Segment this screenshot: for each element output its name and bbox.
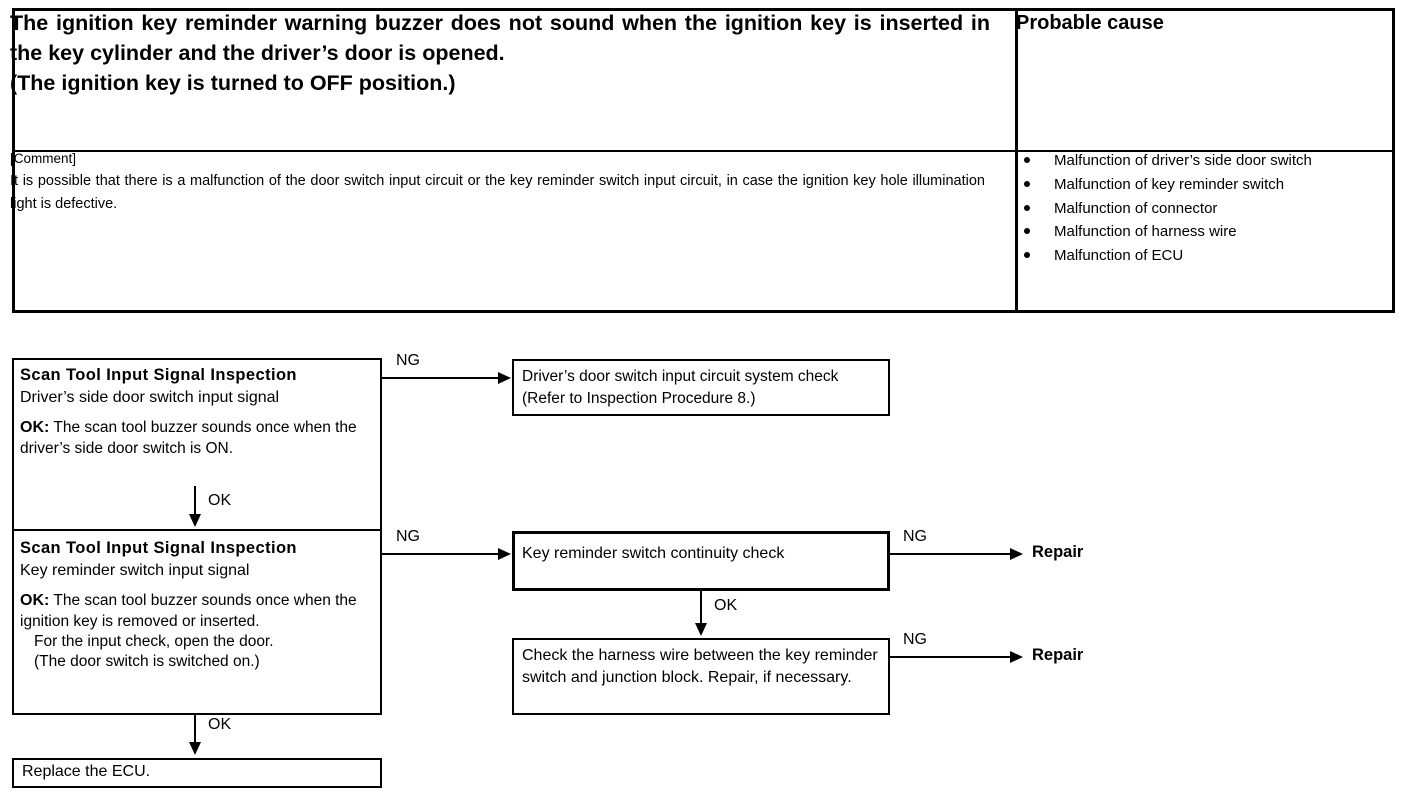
connector-ng-3 [890, 553, 1012, 555]
scan2-subtitle: Key reminder switch input signal [20, 562, 250, 579]
flow-box-door-switch-circuit-check [512, 359, 890, 416]
bullet-icon [1024, 157, 1030, 163]
cause-text: Malfunction of ECU [1054, 247, 1184, 265]
symptom-probable-cause-table [12, 8, 1395, 313]
list-item: Malfunction of connector [1016, 198, 1388, 221]
edge-label-ok-3: OK [208, 716, 232, 733]
cause-text: Malfunction of connector [1054, 199, 1218, 217]
table-row-divider [15, 150, 1392, 152]
cause-text: Malfunction of driver’s side door switch [1054, 152, 1312, 169]
scan2-ok-text: The scan tool buzzer sounds once when th… [20, 592, 357, 630]
connector-ok-2 [700, 591, 702, 629]
comment-block: [Comment] It is possible that there is a… [10, 148, 985, 217]
scan2-ok-label: OK: [20, 592, 50, 609]
scan1-title: Scan Tool Input Signal Inspection [20, 366, 297, 384]
scan1-ok-text: The scan tool buzzer sounds once when th… [20, 419, 357, 457]
arrow-right-icon [1010, 548, 1023, 560]
replace-ecu-text: Replace the ECU. [22, 763, 151, 780]
bullet-icon [1024, 252, 1030, 259]
connector-ng-4 [890, 656, 1012, 658]
scan1-ok-label: OK: [20, 419, 50, 436]
cause-text: Malfunction of harness wire [1054, 223, 1237, 241]
flow-box-replace-ecu [12, 758, 382, 788]
arrow-down-icon [695, 623, 707, 636]
repair-label-1: Repair [1032, 543, 1084, 561]
bullet-icon [1024, 228, 1030, 235]
edge-label-ok-1: OK [208, 492, 232, 509]
symptom-title: The ignition key reminder warning buzzer… [10, 8, 990, 98]
edge-label-ng-2: NG [396, 528, 420, 545]
scan1-ok-criteria: OK: The scan tool buzzer sounds once whe… [20, 418, 380, 459]
edge-label-ng-4: NG [903, 631, 927, 648]
symptom-title-line2: (The ignition key is turned to OFF posit… [10, 71, 456, 96]
edge-label-ok-2: OK [714, 597, 738, 614]
comment-label: [Comment] [10, 151, 77, 166]
list-item: Malfunction of driver’s side door switch [1016, 150, 1388, 173]
connector-ok-3 [194, 715, 196, 747]
edge-label-ng-1: NG [396, 352, 420, 369]
bullet-icon [1024, 180, 1030, 187]
edge-label-ng-3: NG [903, 528, 927, 545]
scan1-subtitle: Driver’s side door switch input signal [20, 389, 280, 406]
scan2-extra-line-1: For the input check, open the door. [34, 632, 274, 650]
cause-text: Malfunction of key reminder switch [1054, 175, 1285, 193]
flow-box-harness-wire-check [512, 638, 890, 715]
flow-box-scan-tool-inspection-2 [12, 529, 382, 715]
arrow-down-icon [189, 514, 201, 527]
list-item: Malfunction of harness wire [1016, 221, 1388, 244]
scan2-ok-criteria: OK: The scan tool buzzer sounds once whe… [20, 591, 380, 672]
continuity-check-text: Key reminder switch continuity check [522, 545, 785, 562]
list-item: Malfunction of ECU [1016, 245, 1388, 268]
arrow-right-icon [1010, 651, 1023, 663]
harness-check-text: Check the harness wire between the key r… [522, 647, 878, 687]
symptom-title-text: The ignition key reminder warning buzzer… [10, 11, 990, 66]
repair-label-2: Repair [1032, 646, 1084, 664]
door-circuit-check-text: Driver’s door switch input circuit syste… [522, 368, 839, 407]
flow-box-key-reminder-continuity-check [512, 531, 890, 591]
comment-text: It is possible that there is a malfuncti… [10, 172, 985, 213]
arrow-down-icon [189, 742, 201, 755]
connector-ok-1 [194, 486, 196, 520]
arrow-right-icon [498, 372, 511, 384]
probable-cause-header: Probable cause [1016, 12, 1164, 34]
connector-ng-1 [382, 377, 500, 379]
bullet-icon [1024, 204, 1030, 211]
probable-cause-list: Malfunction of driver’s side door switch… [1016, 150, 1388, 269]
scan2-title: Scan Tool Input Signal Inspection [20, 539, 297, 557]
arrow-right-icon [498, 548, 511, 560]
scan2-extra-line-2: (The door switch is switched on.) [34, 653, 260, 671]
list-item: Malfunction of key reminder switch [1016, 174, 1388, 197]
table-column-divider [1015, 11, 1018, 310]
flow-box-scan-tool-inspection-1 [12, 358, 382, 529]
connector-ng-2 [382, 553, 500, 555]
